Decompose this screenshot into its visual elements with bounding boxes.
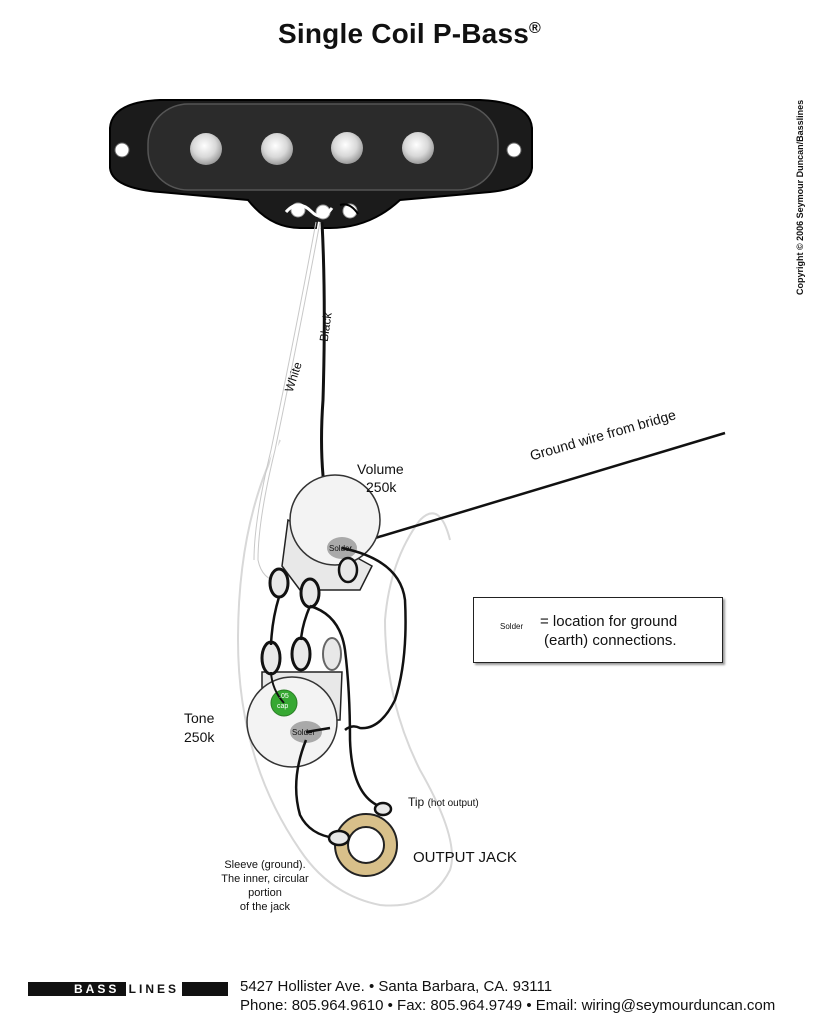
sleeve-wire [294, 739, 336, 840]
volume-value: 250k [366, 479, 397, 495]
tone-label: Tone [184, 710, 215, 726]
pole-piece [402, 132, 434, 164]
output-jack [327, 801, 398, 877]
pole-piece [261, 133, 293, 165]
tone-solder-label: Solder [292, 728, 316, 737]
pole-piece [190, 133, 222, 165]
footer-address: 5427 Hollister Ave. • Santa Barbara, CA.… [240, 978, 553, 995]
output-jack-label: OUTPUT JACK [413, 849, 517, 866]
pole-piece [331, 132, 363, 164]
basslines-logo: BASS LINES [28, 982, 228, 996]
sleeve-note: Sleeve (ground). The inner, circular por… [221, 859, 309, 913]
page-title: Single Coil P-Bass® [278, 18, 541, 49]
ground-wire-bridge [341, 431, 726, 550]
legend-box [473, 597, 723, 663]
cap-value: .05 [279, 693, 289, 700]
tip-label: Tip (hot output) [408, 795, 479, 809]
volume-solder-label: Solder [329, 544, 353, 553]
volume-label: Volume [357, 461, 404, 477]
footer-contact: Phone: 805.964.9610 • Fax: 805.964.9749 … [240, 997, 776, 1014]
tone-pot [246, 636, 343, 768]
copyright-notice: Copyright © 2006 Seymour Duncan/Bassline… [795, 99, 805, 295]
pickup [109, 99, 533, 229]
legend-solder-label: Solder [500, 622, 524, 631]
cap-label: cap [277, 703, 289, 710]
legend-text: = location for ground (earth) connection… [540, 613, 678, 649]
ground-loop-wire [341, 546, 407, 731]
hot-to-tip-wire [309, 604, 386, 810]
tone-value: 250k [184, 729, 215, 745]
pickguard-outline [236, 439, 453, 907]
volume-pot [268, 474, 381, 609]
